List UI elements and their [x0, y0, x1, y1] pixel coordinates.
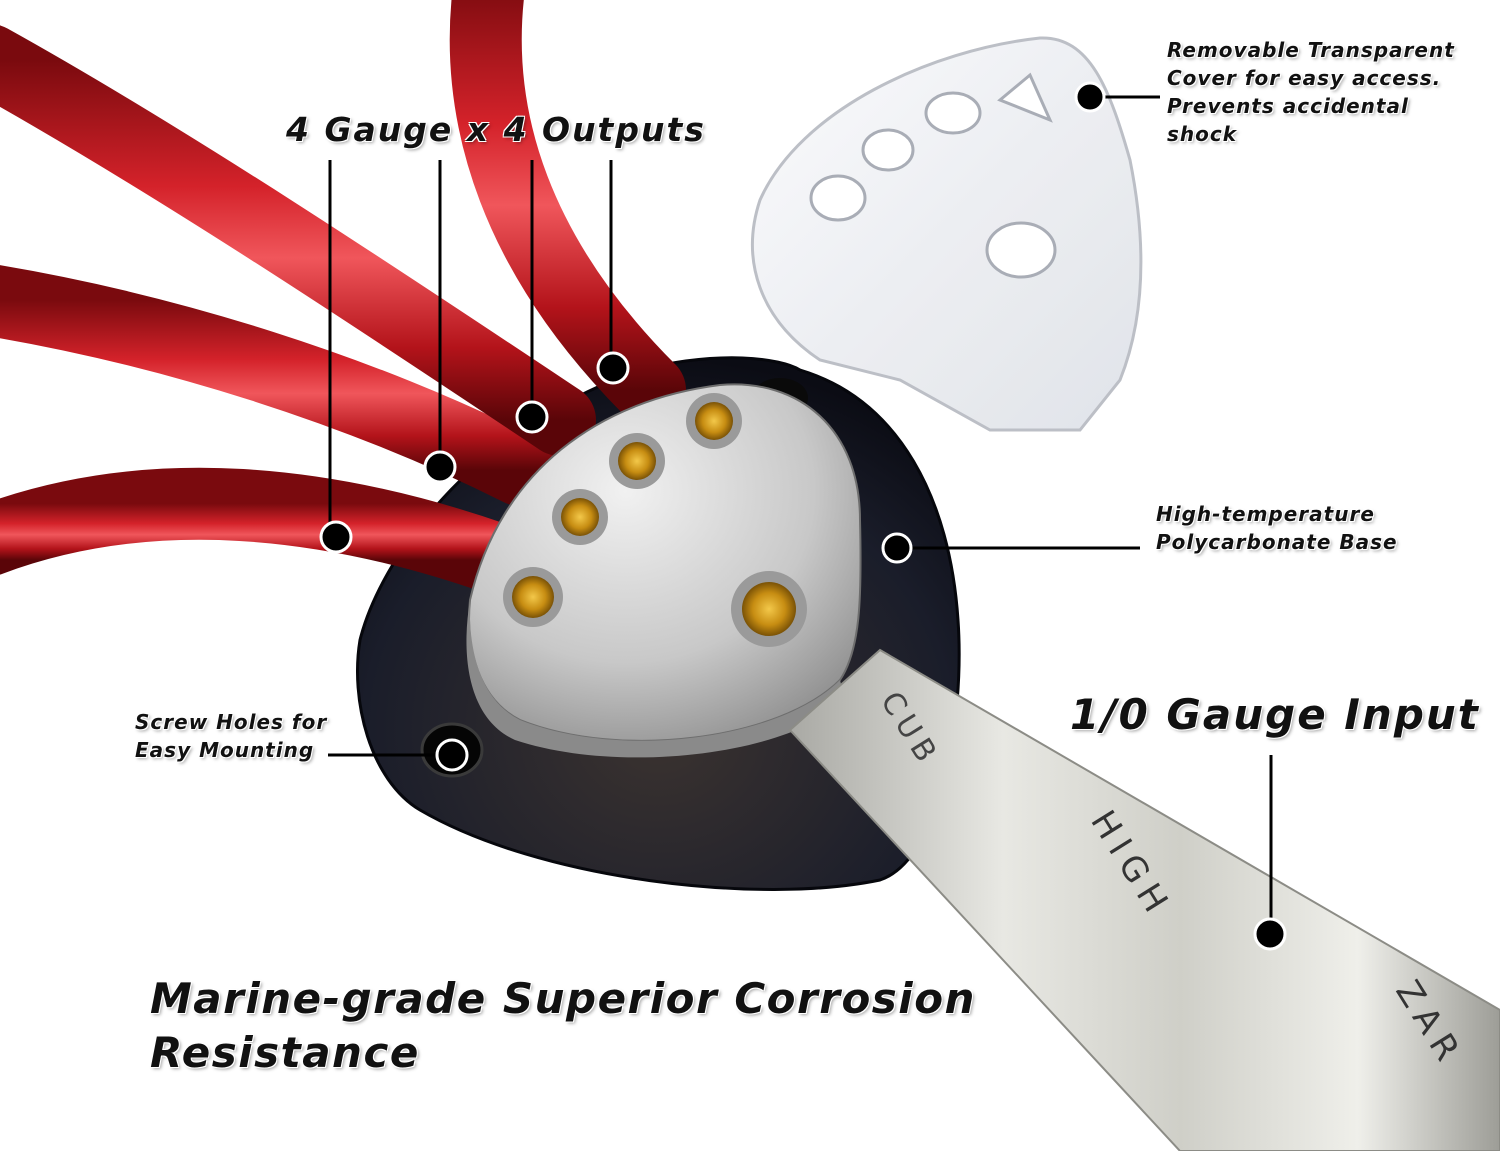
- bottom-caption-line-2: Resistance: [150, 1028, 420, 1077]
- cover-label-line-1: Removable Transparent: [1167, 38, 1455, 62]
- distribution-block: [468, 383, 862, 742]
- outputs-label: 4 Gauge x 4 Outputs: [286, 110, 706, 149]
- red-cable-3: [0, 25, 596, 456]
- red-cable-2: [0, 265, 556, 506]
- base-label-line-2: Polycarbonate Base: [1156, 530, 1398, 554]
- bottom-caption: Marine-grade Superior Corrosion Resistan…: [150, 972, 976, 1080]
- transparent-cover: [751, 36, 1143, 432]
- screw-label-line-1: Screw Holes for: [135, 710, 328, 734]
- output-terminals: [503, 393, 742, 627]
- cover-label-line-2: Cover for easy access.: [1167, 66, 1442, 90]
- base-label: High-temperature Polycarbonate Base: [1156, 500, 1398, 556]
- input-terminal: [731, 571, 807, 647]
- screw-label: Screw Holes for Easy Mounting: [135, 708, 327, 764]
- bottom-caption-line-1: Marine-grade Superior Corrosion: [150, 974, 976, 1023]
- input-cable: [788, 648, 1500, 1151]
- input-label: 1/0 Gauge Input: [1070, 690, 1480, 739]
- red-cable-1: [0, 467, 536, 596]
- callout-lines: [328, 95, 1273, 930]
- callout-markers: [319, 81, 1287, 951]
- screw-label-line-2: Easy Mounting: [135, 738, 315, 762]
- cover-label: Removable Transparent Cover for easy acc…: [1167, 36, 1455, 148]
- red-cable-4: [449, 0, 686, 426]
- base-label-line-1: High-temperature: [1156, 502, 1375, 526]
- cover-label-line-3: Prevents accidental: [1167, 94, 1409, 118]
- cover-label-line-4: shock: [1167, 122, 1238, 146]
